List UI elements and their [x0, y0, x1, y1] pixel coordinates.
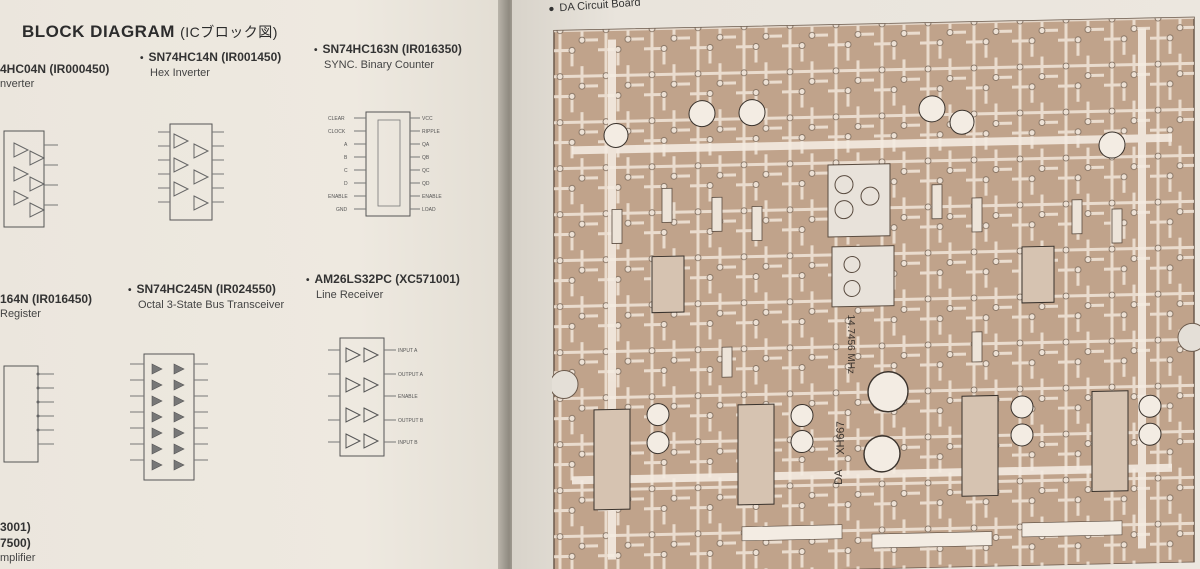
ic-name-5: •SN74HC245N (IR024550) [128, 282, 276, 296]
ic-desc-5: Octal 3-State Bus Transceiver [138, 299, 285, 311]
shift-register-diagram [3, 365, 54, 463]
svg-text:GND: GND [336, 207, 348, 213]
section-title-jp: (ICブロック図) [180, 24, 278, 40]
ic-desc-3: SYNC. Binary Counter [324, 59, 435, 71]
ic-name-2: •SN74HC14N (IR001450) [140, 50, 282, 64]
svg-text:OUTPUT B: OUTPUT B [398, 418, 424, 424]
svg-text:CLEAR: CLEAR [328, 116, 345, 122]
svg-text:CLOCK: CLOCK [328, 129, 346, 135]
svg-text:RIPPLE: RIPPLE [422, 129, 440, 135]
ic-name-3: •SN74HC163N (IR016350) [314, 42, 462, 56]
binary-counter-diagram: CLEAR CLOCK A B C D ENABLE GND VCC RIPPLE QA Q… [328, 111, 442, 217]
svg-text:ENABLE: ENABLE [398, 394, 418, 400]
svg-text:INPUT B: INPUT B [398, 440, 418, 446]
ic-desc-4: Register [0, 308, 41, 320]
svg-text:VCC: VCC [422, 116, 433, 122]
svg-text:C: C [344, 168, 348, 174]
ic-name-6: •AM26LS32PC (XC571001) [306, 272, 460, 286]
capacitor-2 [863, 435, 901, 473]
svg-text:INPUT A: INPUT A [398, 348, 418, 354]
svg-text:14.7456 MHz: 14.7456 MHz [845, 314, 856, 374]
board-label-model: XH667 [835, 421, 847, 455]
ic-desc-2: Hex Inverter [150, 67, 210, 79]
svg-text:QC: QC [422, 168, 430, 174]
svg-text:B: B [344, 155, 348, 161]
svg-text:LOAD: LOAD [422, 207, 436, 213]
section-title: BLOCK DIAGRAM [22, 22, 175, 41]
svg-text:ENABLE: ENABLE [328, 194, 348, 200]
svg-text:QB: QB [422, 155, 430, 161]
relay-block-2 [831, 245, 895, 308]
ic-partial-1: 3001) [0, 520, 31, 534]
capacitor-1 [867, 371, 909, 413]
relay-block-1 [827, 163, 891, 238]
line-receiver-diagram: INPUT A OUTPUT A ENABLE OUTPUT B INPUT B [328, 337, 424, 457]
svg-text:A: A [344, 142, 348, 148]
page-title: BLOCK DIAGRAM (ICブロック図) [22, 22, 278, 42]
ic-desc-6: Line Receiver [316, 289, 384, 301]
ic-desc-1: nverter [0, 78, 35, 90]
svg-text:D: D [344, 181, 348, 187]
board-label-da: DA [833, 469, 845, 485]
bus-transceiver-diagram [130, 353, 208, 481]
svg-text:QA: QA [422, 142, 430, 148]
pcb-layout: 14.7456 MHz DA XH667 [552, 16, 1200, 569]
ic-name-4: 164N (IR016450) [0, 292, 93, 306]
svg-text:ENABLE: ENABLE [422, 194, 442, 200]
ic-name-1: 4HC04N (IR000450) [0, 62, 110, 76]
hex-inverter-diagram-1 [3, 130, 58, 228]
ic-partial-2: 7500) [0, 536, 31, 550]
hex-inverter-diagram-2 [158, 123, 224, 221]
svg-text:QD: QD [422, 181, 430, 187]
svg-text:OUTPUT A: OUTPUT A [398, 372, 424, 378]
ic-partial-3: mplifier [0, 552, 36, 564]
